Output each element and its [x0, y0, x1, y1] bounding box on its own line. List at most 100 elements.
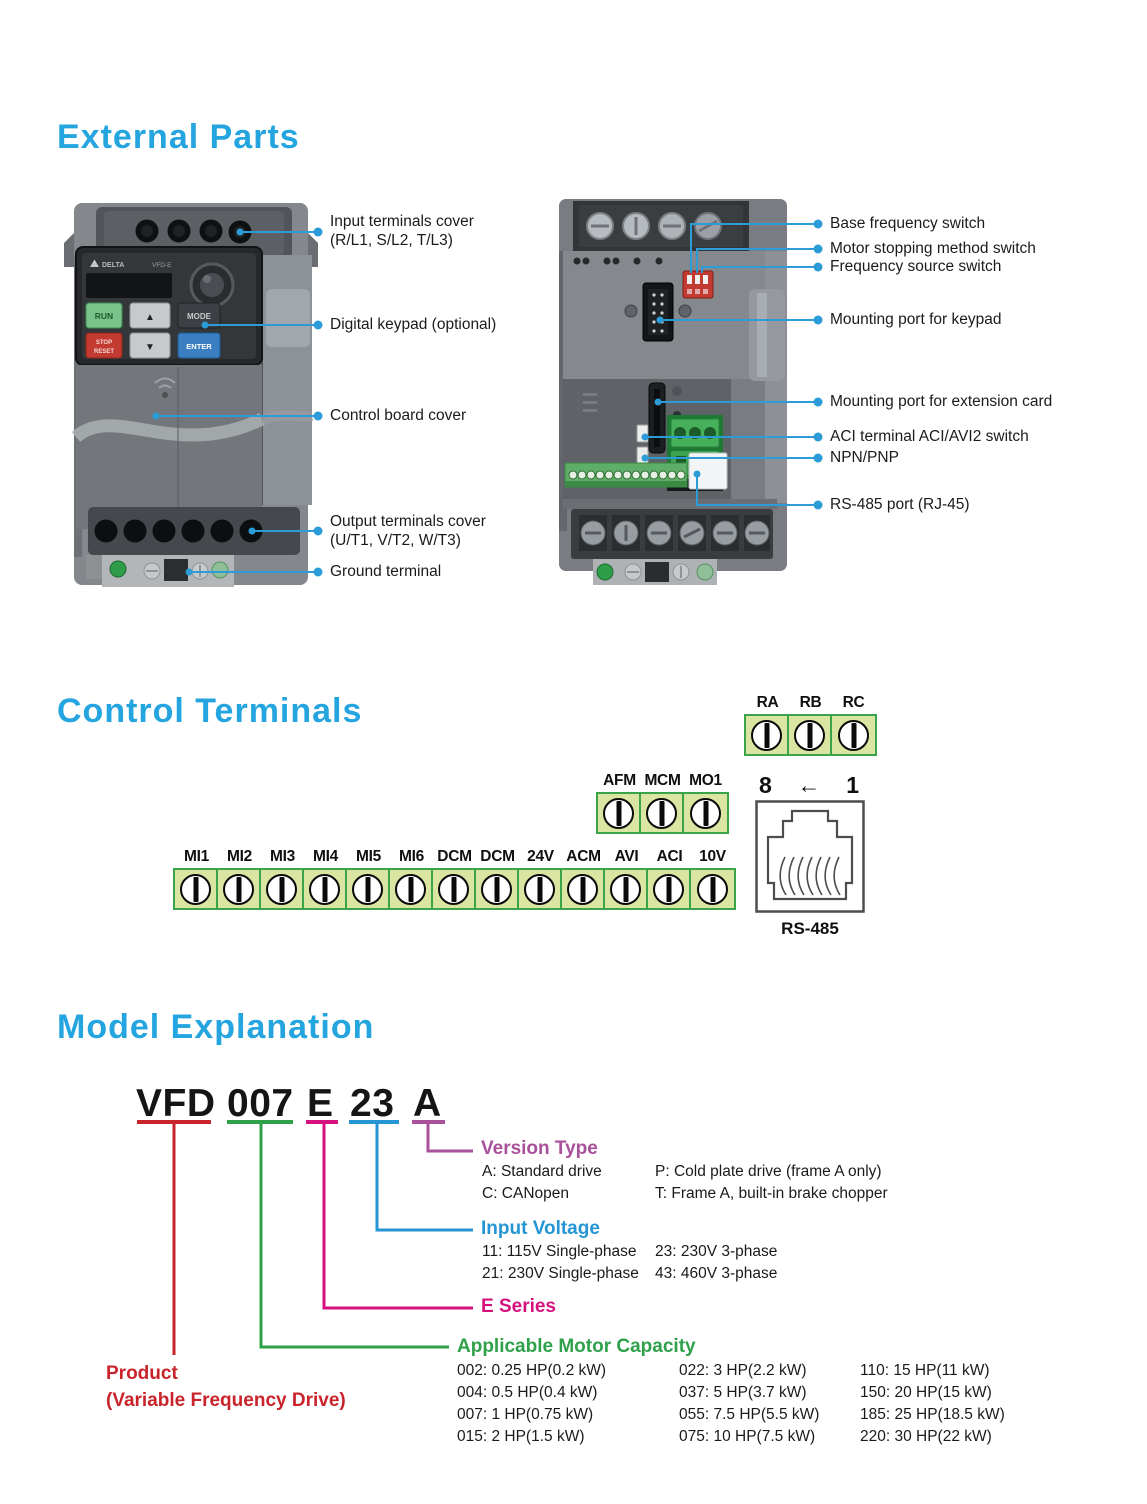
callout-line2: (R/L1, S/L2, T/L3) — [330, 231, 453, 249]
terminal-24V — [519, 870, 562, 908]
ground-screw-icon — [109, 560, 127, 578]
terminal-label-AFM: AFM — [603, 772, 636, 789]
terminal-label-MI5: MI5 — [356, 848, 381, 865]
capacity-item: 037: 5 HP(3.7 kW) — [679, 1384, 807, 1401]
screw-icon — [690, 797, 721, 829]
digital-keypad: DELTA VFD-E RUN STOP RESET ▲ ▼ MODE ENTE… — [75, 246, 263, 366]
section-title-control-terminals: Control Terminals — [57, 692, 363, 730]
terminal-label-DCM2: DCM — [480, 848, 515, 865]
tree-line-series — [322, 1124, 473, 1310]
mode-button — [177, 302, 221, 329]
capacity-item: 185: 25 HP(18.5 kW) — [860, 1406, 1005, 1423]
terminal-label-RA: RA — [756, 694, 779, 711]
keypad-model-label: VFD-E — [152, 262, 172, 269]
callout-digital-keypad: Digital keypad (optional) — [330, 316, 497, 333]
down-arrow-button — [129, 332, 171, 359]
terminal-RC — [832, 716, 875, 754]
tree-line-version — [426, 1124, 473, 1153]
keypad-brand-label: DELTA — [102, 262, 124, 269]
vfd-internal-photo — [559, 199, 787, 585]
terminal-MI4 — [304, 870, 347, 908]
callout-line2: (U/T1, V/T2, W/T3) — [330, 531, 461, 549]
terminal-DCM1 — [433, 870, 476, 908]
analog-terminal-group: AFM MCM MO1 — [596, 772, 729, 834]
terminal-label-MI4: MI4 — [313, 848, 338, 865]
dip-switch — [682, 270, 714, 299]
terminal-ACI — [648, 870, 691, 908]
keypad-mounting-port — [624, 282, 692, 342]
model-tree-lines — [172, 1124, 473, 1355]
terminal-MI6 — [390, 870, 433, 908]
stop-reset-button — [85, 332, 123, 359]
capacity-item: 110: 15 HP(11 kW) — [860, 1362, 990, 1379]
callout-frequency-source-switch: Frequency source switch — [830, 258, 1002, 275]
capacity-column-3: 110: 15 HP(11 kW) 150: 20 HP(15 kW) 185:… — [860, 1360, 1005, 1448]
enter-button-label: ENTER — [186, 342, 212, 351]
terminal-label-RC: RC — [842, 694, 865, 711]
pin-8-label: 8 — [759, 772, 772, 798]
version-type-options-left: A: Standard drive C: CANopen — [482, 1161, 602, 1204]
terminal-label-ACM: ACM — [566, 848, 601, 865]
terminal-MI2 — [218, 870, 261, 908]
version-option: C: CANopen — [482, 1184, 570, 1202]
voltage-option: 43: 460V 3-phase — [655, 1264, 778, 1282]
terminal-label-MCM: MCM — [644, 772, 681, 789]
model-segment-product-code: VFD — [136, 1082, 216, 1125]
ground-screw-icon — [596, 563, 614, 581]
screw-icon — [180, 873, 211, 905]
terminal-10V — [691, 870, 734, 908]
product-label: Product (Variable Frequency Drive) — [106, 1360, 346, 1414]
down-arrow-icon: ▼ — [145, 342, 155, 353]
npn-pnp-switch — [636, 446, 649, 465]
product-line2: (Variable Frequency Drive) — [106, 1390, 346, 1411]
rs485-jack-label: RS-485 — [781, 919, 839, 938]
input-voltage-title: Input Voltage — [481, 1218, 600, 1239]
callout-base-frequency-switch: Base frequency switch — [830, 215, 986, 232]
section-title-external-parts: External Parts — [57, 118, 300, 156]
terminal-RA — [746, 716, 789, 754]
screw-icon — [309, 873, 340, 905]
capacity-item: 015: 2 HP(1.5 kW) — [457, 1428, 585, 1445]
capacity-item: 075: 10 HP(7.5 kW) — [679, 1428, 816, 1445]
version-option: A: Standard drive — [482, 1163, 602, 1180]
callout-motor-stopping-switch: Motor stopping method switch — [830, 240, 1036, 257]
version-option: T: Frame A, built-in brake chopper — [655, 1184, 888, 1202]
callout-rs485-port: RS-485 port (RJ-45) — [830, 496, 970, 513]
callout-mounting-port-keypad: Mounting port for keypad — [830, 311, 1002, 328]
rj45-pins-icon — [779, 856, 841, 896]
callout-output-terminals-cover: Output terminals cover (U/T1, V/T2, W/T3… — [330, 513, 486, 550]
callout-control-board-cover: Control board cover — [330, 407, 467, 424]
rj45-cavity-outline — [766, 809, 854, 901]
terminal-label-MI1: MI1 — [184, 848, 209, 865]
terminal-label-AVI: AVI — [614, 848, 639, 865]
rs485-port — [688, 452, 728, 490]
terminal-label-DCM1: DCM — [437, 848, 472, 865]
model-segment-version-code: A — [413, 1082, 442, 1125]
terminal-RB — [789, 716, 832, 754]
analog-terminal-labels: AFM MCM MO1 — [596, 772, 729, 790]
reset-label: RESET — [94, 349, 114, 355]
terminal-AVI — [605, 870, 648, 908]
capacity-item: 150: 20 HP(15 kW) — [860, 1384, 992, 1401]
control-terminal-strip — [564, 462, 688, 488]
run-button — [85, 302, 123, 329]
terminal-label-10V: 10V — [699, 848, 726, 865]
screw-icon — [794, 719, 825, 751]
ground-terminal-plate — [86, 555, 234, 587]
screw-icon — [603, 797, 634, 829]
left-arrow-icon: ← — [797, 772, 821, 798]
terminal-ACM — [562, 870, 605, 908]
relay-terminal-group: RA RB RC — [744, 694, 877, 756]
up-arrow-button — [129, 302, 171, 329]
up-arrow-icon: ▲ — [145, 312, 155, 323]
screw-icon — [223, 873, 254, 905]
callout-aci-avi2-switch: ACI terminal ACI/AVI2 switch — [830, 428, 1029, 445]
model-segment-voltage-code: 23 — [350, 1082, 395, 1125]
main-terminal-cells — [173, 868, 736, 910]
capacity-item: 007: 1 HP(0.75 kW) — [457, 1406, 594, 1423]
terminal-MI3 — [261, 870, 304, 908]
rj45-pin-numbering: 8 ← 1 — [759, 772, 859, 799]
version-option: P: Cold plate drive (frame A only) — [655, 1163, 882, 1180]
screw-icon — [524, 873, 555, 905]
